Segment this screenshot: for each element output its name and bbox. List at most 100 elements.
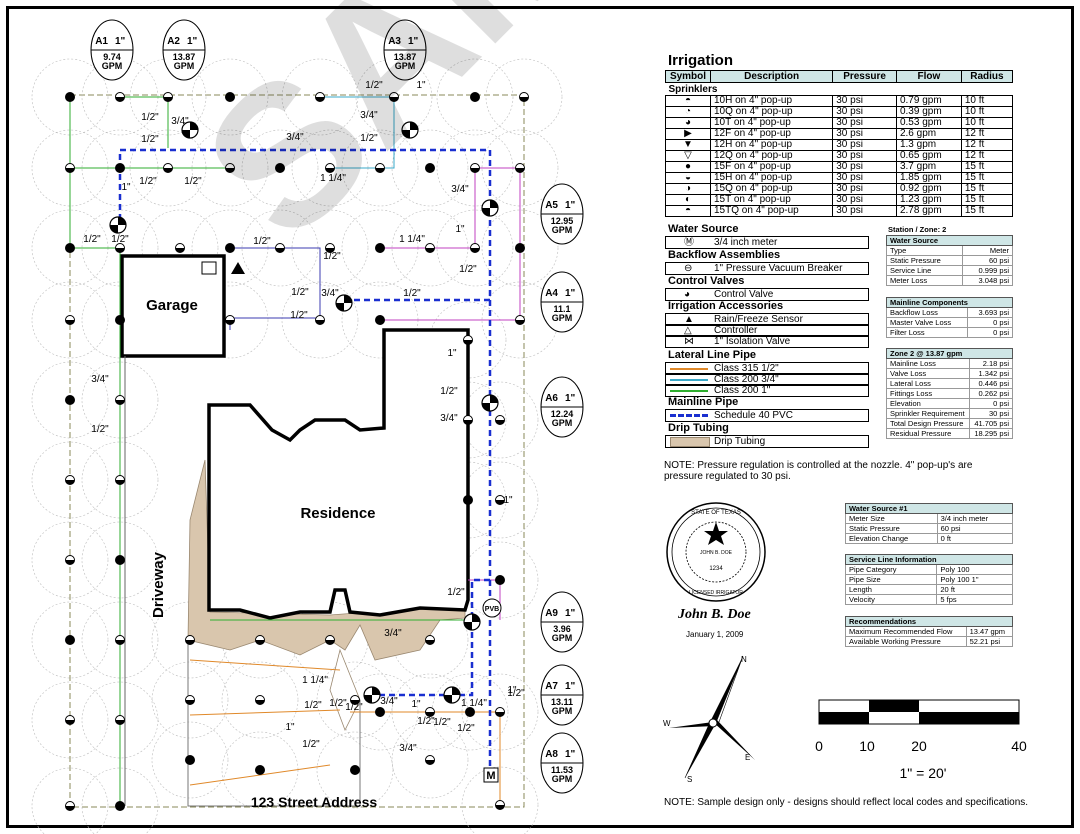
zone-size: 1" (565, 288, 576, 299)
sprinkler-radius: 15 ft (960, 161, 1014, 173)
control-valve-icon (481, 199, 499, 217)
mainline-swatch (670, 414, 708, 417)
sprinkler-head-icon (495, 415, 505, 425)
calc-label: Fittings Loss (885, 388, 971, 399)
pipe-size-label: 3/4" (380, 696, 398, 707)
rain-sensor-icon: ▲ (684, 314, 694, 325)
control-valves-heading: Control Valves (668, 275, 745, 287)
pipe-size-label: 1" (411, 699, 421, 710)
station-zone-title: Station / Zone: 2 (888, 225, 947, 234)
sprinkler-head-icon (65, 715, 75, 725)
mainline-item: Schedule 40 PVC (665, 409, 869, 422)
pipe-size-label: 1" (507, 685, 517, 696)
sprinkler-symbol-icon: ▼ (665, 139, 711, 151)
calc-value: 5 fps (936, 594, 1013, 605)
pipe-size-label: 3/4" (171, 116, 189, 127)
zone-unit: GPM (552, 225, 573, 235)
pipe-size-label: 1" (416, 80, 426, 91)
control-valve-icon (109, 216, 127, 234)
sprinkler-head-icon (325, 163, 335, 173)
pipe-size-label: 1/2" (253, 236, 271, 247)
pipe-size-label: 3/4" (384, 628, 402, 639)
sprinkler-symbol-icon: ◓ (665, 95, 711, 107)
sprinkler-head-icon (389, 92, 399, 102)
pipe-size-label: 1/2" (291, 287, 309, 298)
calc-value: 60 psi (962, 255, 1013, 266)
pipe-size-label: 1/2" (290, 310, 308, 321)
zone-id: A6 (545, 393, 558, 404)
calc-value: 3.048 psi (962, 275, 1013, 286)
sprinkler-symbol-icon: ▶ (665, 128, 711, 140)
sprinkler-head-icon (470, 243, 480, 253)
walkway (329, 648, 361, 731)
property-boundary (69, 94, 525, 808)
scale-tick: 10 (859, 738, 875, 754)
calc-value: Meter (962, 245, 1013, 256)
accessory-item: ⋈1" Isolation Valve (665, 335, 869, 348)
sprinkler-head-icon (275, 243, 285, 253)
sprinkler-desc: 15F on 4" pop-up (709, 161, 834, 173)
sprinkler-desc: 10T on 4" pop-up (709, 117, 834, 129)
sprinkler-head-icon (315, 92, 325, 102)
drawing-frame (6, 6, 1074, 828)
seal-inner-name: JOHN B. DOE (700, 550, 733, 556)
pipe-size-label: 1/2" (139, 176, 157, 187)
garage-label: Garage (146, 297, 198, 314)
residence-outline (207, 328, 470, 620)
calc-value: 0.446 psi (969, 378, 1013, 389)
sprinkler-head-icon (115, 475, 125, 485)
sprinkler-head-icon (225, 163, 235, 173)
signature: John B. Doe (678, 607, 751, 622)
sprinkler-head-icon (275, 163, 285, 173)
sprinkler-pressure: 30 psi (832, 150, 897, 162)
calc-value: 41.705 psi (969, 418, 1013, 429)
sprinkler-head-icon (163, 92, 173, 102)
sprinkler-head-icon (115, 801, 125, 811)
sprinkler-flow: 3.7 gpm (895, 161, 962, 173)
sprinkler-head-icon (255, 765, 265, 775)
sprinkler-head-icon (115, 715, 125, 725)
calc-label: Pipe Size (844, 574, 938, 585)
calc-value: 0 psi (967, 317, 1013, 328)
sprinkler-head-icon (65, 315, 75, 325)
lateral-item: Class 200 3/4" (665, 373, 869, 386)
control-valve-icon (363, 686, 381, 704)
zone-unit: GPM (552, 633, 573, 643)
controller-symbol (201, 261, 217, 275)
compass-e: E (745, 753, 750, 762)
zone-flow: 13.87 (173, 52, 196, 62)
col-pressure: Pressure (832, 70, 897, 83)
calc-label: Valve Loss (885, 368, 971, 379)
calc-label: Lateral Loss (885, 378, 971, 389)
col-flow: Flow (895, 70, 962, 83)
scale-tick: 20 (911, 738, 927, 754)
pipe-size-label: 1/2" (184, 176, 202, 187)
meter-symbol (483, 767, 499, 783)
pipe-size-label: 1/2" (323, 251, 341, 262)
calc-table-header: Recommendations (845, 616, 1013, 627)
sprinkler-head-icon (425, 755, 435, 765)
sprinkler-head-icon (65, 555, 75, 565)
pressure-note: NOTE: Pressure regulation is controlled … (664, 460, 973, 482)
pipe-size-label: 1" (285, 722, 295, 733)
sprinkler-head-icon (315, 315, 325, 325)
sprinkler-head-icon (470, 92, 480, 102)
sprinkler-flow: 0.53 gpm (895, 117, 962, 129)
calc-label: Elevation (885, 398, 971, 409)
calc-label: Maximum Recommended Flow (845, 626, 967, 637)
sprinkler-head-icon (65, 475, 75, 485)
sample-note: NOTE: Sample design only - designs shoul… (664, 797, 1029, 808)
pipe-size-label: 1/2" (304, 700, 322, 711)
zone-id: A9 (545, 608, 558, 619)
